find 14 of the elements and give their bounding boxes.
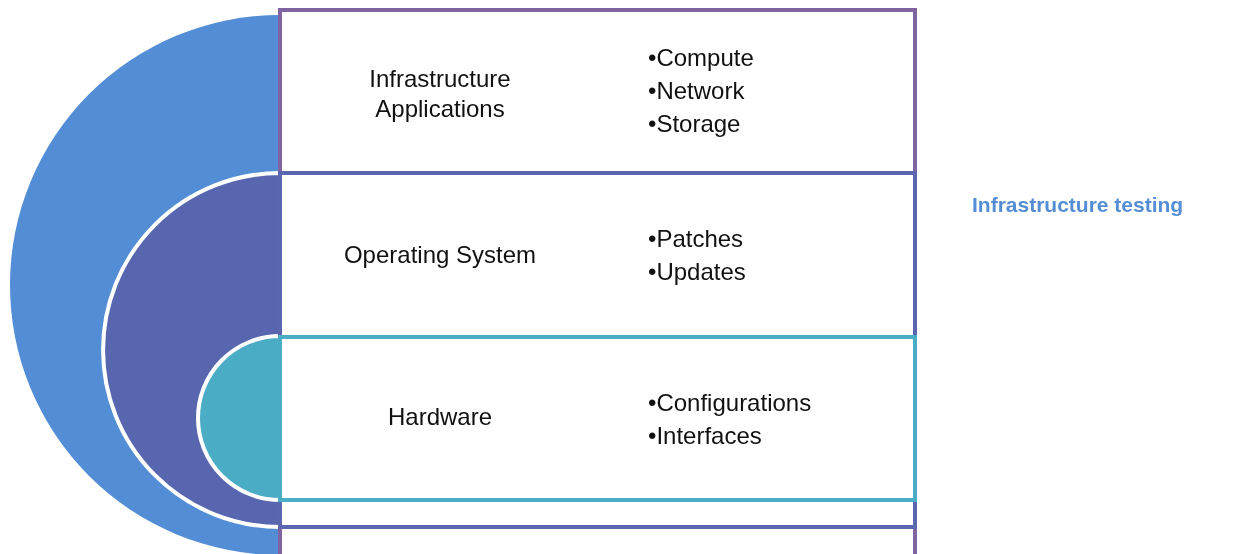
layer-title: Operating System <box>342 240 538 270</box>
bullet-item: •Compute <box>648 43 754 73</box>
bullet-item: •Interfaces <box>648 421 762 451</box>
bullet-item: •Updates <box>648 257 746 287</box>
layer-box <box>278 171 917 529</box>
layer-title: Hardware <box>386 402 493 432</box>
bullet-item: •Patches <box>648 224 744 254</box>
side-label: Infrastructure testing <box>972 193 1184 217</box>
bullet-item: •Configurations <box>648 388 812 418</box>
layer-box <box>278 8 917 554</box>
bullet-item: •Network <box>648 76 745 106</box>
layer-title: Infrastructure Applications <box>368 64 512 124</box>
layer-box <box>278 335 917 502</box>
bullet-item: •Storage <box>648 109 741 139</box>
